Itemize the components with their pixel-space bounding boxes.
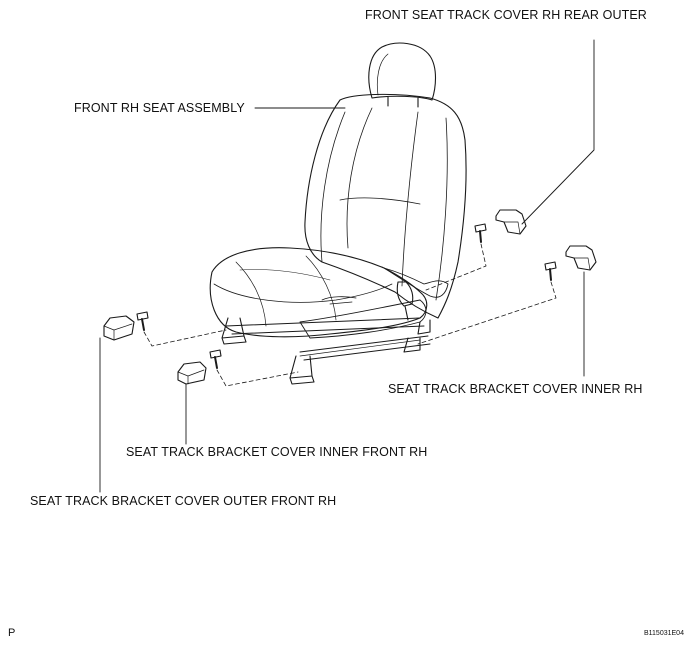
bolt-rear-outer [474,223,487,243]
front-outer-bracket [221,317,247,345]
label-seat-track-bracket-cover-outer-front-rh: SEAT TRACK BRACKET COVER OUTER FRONT RH [30,494,337,508]
seat-back-center-seam-left [346,107,373,249]
seat-back-bolster-right [435,117,448,301]
seat-back-bolster-left [320,111,346,263]
rear-inner-bracket [403,337,421,353]
label-seat-track-bracket-cover-inner-front-rh: SEAT TRACK BRACKET COVER INNER FRONT RH [126,445,428,459]
cushion-seam-left [235,261,267,327]
label-seat-track-bracket-cover-inner-rh: SEAT TRACK BRACKET COVER INNER RH [388,382,643,396]
headrest-seam [376,53,389,96]
rear-outer-cover [495,209,527,235]
rear-inner-cover [565,245,597,271]
headrest-stay [387,96,419,108]
track-slide-bar [299,339,421,357]
seat-back-lumbar-seam [339,197,421,205]
cushion-seam-right [305,255,337,321]
leader-lines [99,39,595,493]
label-front-rh-seat-assembly: FRONT RH SEAT ASSEMBLY [74,101,245,115]
front-rh-seat-assembly [209,42,467,385]
inner-front-cover [177,361,207,385]
buckle-stalk [404,305,409,321]
seat-track-inner [299,335,431,361]
cushion-pleat [239,269,331,281]
cushion-front-roll [213,283,393,303]
page-mark: P [8,627,16,639]
side-shield [383,267,449,298]
seat-belt-buckle [396,281,414,307]
figure-code: B115031E04 [644,630,684,637]
label-front-seat-track-cover-rh-rear-outer: FRONT SEAT TRACK COVER RH REAR OUTER [365,8,647,22]
seat-back [304,93,467,319]
side-cover [299,299,427,339]
rear-outer-bracket [417,319,431,335]
bolt-outer-front [136,311,149,331]
front-inner-bracket [289,355,315,385]
adjust-lever [321,296,357,305]
seat-track-outer [225,317,425,335]
bolt-inner-front [209,349,222,369]
bolt-rear-inner [544,261,557,281]
assembly-lines [143,243,557,387]
outer-front-cover [103,315,135,341]
headrest [368,42,437,101]
seat-back-center-seam-right [401,111,419,287]
